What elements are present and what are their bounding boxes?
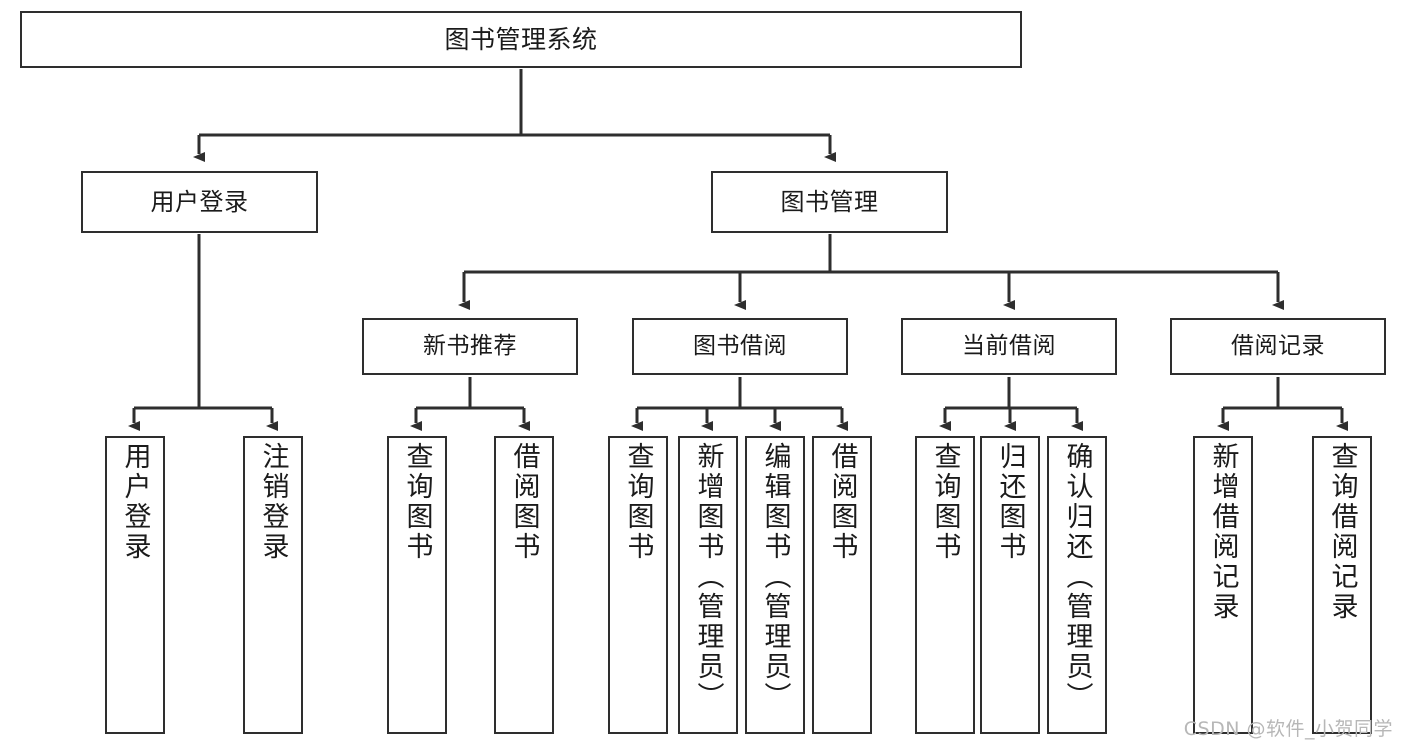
- node-root-system[interactable]: 图书管理系统: [20, 11, 1022, 68]
- node-label: 图书管理: [780, 187, 879, 216]
- node-label: 当前借阅: [962, 332, 1056, 359]
- leaf-return-book[interactable]: 归还图书: [980, 436, 1040, 734]
- leaf-user-login[interactable]: 用户登录: [105, 436, 165, 734]
- node-label: 借阅记录: [1231, 332, 1325, 359]
- node-label: 用户登录: [119, 442, 151, 562]
- leaf-logout-login[interactable]: 注销登录: [243, 436, 303, 734]
- node-label: 图书管理系统: [444, 24, 598, 54]
- node-user-login[interactable]: 用户登录: [81, 171, 318, 233]
- node-label: 新增借阅记录: [1207, 442, 1239, 622]
- leaf-borrow-book-2[interactable]: 借阅图书: [812, 436, 872, 734]
- leaf-add-book[interactable]: 新增图书（管理员）: [678, 436, 738, 734]
- node-book-management[interactable]: 图书管理: [711, 171, 948, 233]
- node-label: 确认归还（管理员）: [1061, 442, 1093, 712]
- node-label: 新增图书（管理员）: [692, 442, 724, 712]
- node-label: 查询图书: [622, 442, 654, 562]
- leaf-borrow-book-1[interactable]: 借阅图书: [494, 436, 554, 734]
- csdn-watermark: CSDN @软件_小贺同学: [1183, 718, 1393, 740]
- node-borrow-record[interactable]: 借阅记录: [1170, 318, 1386, 375]
- node-current-borrow[interactable]: 当前借阅: [901, 318, 1117, 375]
- node-label: 图书借阅: [693, 332, 787, 359]
- leaf-confirm-return[interactable]: 确认归还（管理员）: [1047, 436, 1107, 734]
- leaf-query-borrow-record[interactable]: 查询借阅记录: [1312, 436, 1372, 734]
- node-label: 查询图书: [929, 442, 961, 562]
- leaf-add-borrow-record[interactable]: 新增借阅记录: [1193, 436, 1253, 734]
- node-label: 借阅图书: [508, 442, 540, 562]
- leaf-query-book-3[interactable]: 查询图书: [915, 436, 975, 734]
- node-label: 用户登录: [150, 187, 249, 216]
- node-label: 借阅图书: [826, 442, 858, 562]
- node-label: 编辑图书（管理员）: [759, 442, 791, 712]
- node-label: 注销登录: [257, 442, 289, 562]
- node-label: 查询借阅记录: [1326, 442, 1358, 622]
- node-book-borrow[interactable]: 图书借阅: [632, 318, 848, 375]
- leaf-query-book-1[interactable]: 查询图书: [387, 436, 447, 734]
- leaf-edit-book[interactable]: 编辑图书（管理员）: [745, 436, 805, 734]
- node-label: 归还图书: [994, 442, 1026, 562]
- leaf-query-book-2[interactable]: 查询图书: [608, 436, 668, 734]
- node-new-book-recommend[interactable]: 新书推荐: [362, 318, 578, 375]
- node-label: 查询图书: [401, 442, 433, 562]
- node-label: 新书推荐: [423, 332, 517, 359]
